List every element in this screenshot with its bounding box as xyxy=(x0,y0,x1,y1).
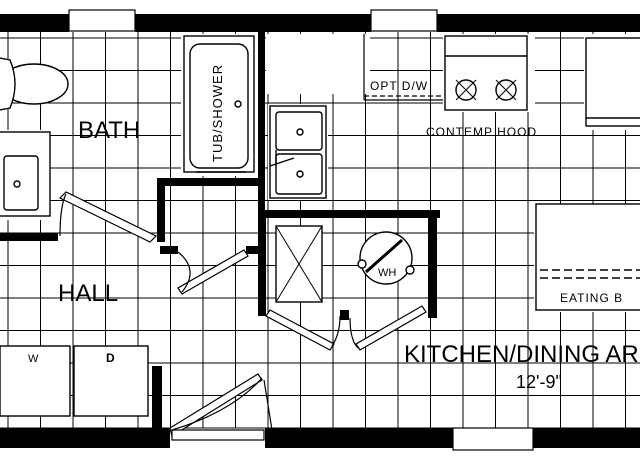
laundry xyxy=(0,345,149,417)
door-closet xyxy=(177,249,249,295)
wall-bottom-left xyxy=(0,428,170,448)
tub-drain-icon xyxy=(234,100,242,108)
wall-closet-top xyxy=(157,178,265,186)
dishwasher-label: OPT D/W xyxy=(370,79,428,93)
wall-wh-stub xyxy=(340,310,349,320)
eating-bar-icon xyxy=(535,203,640,311)
wall-bath-bottom xyxy=(0,233,58,241)
eating-bar-label: EATING B xyxy=(560,291,623,305)
window-top-center xyxy=(370,9,438,32)
wall-closet-right xyxy=(246,246,264,254)
wall-wh-left xyxy=(258,210,266,316)
wall-top-left xyxy=(0,14,69,32)
toilet-icon xyxy=(0,63,69,105)
wall-top-mid xyxy=(135,14,371,32)
bath-fixtures xyxy=(0,35,255,217)
water-heater-icon xyxy=(359,231,413,285)
vanity-basin-icon xyxy=(3,155,39,211)
wall-top-right xyxy=(437,14,640,32)
washer-icon xyxy=(0,345,71,417)
range xyxy=(444,35,528,111)
bath-label: BATH xyxy=(78,117,140,144)
dryer-label: D xyxy=(106,351,115,365)
vanity-drain-icon xyxy=(13,180,21,188)
tub-label: TUB/SHOWER xyxy=(210,64,225,162)
wall-bath-right xyxy=(258,32,265,212)
hood-label: CONTEMP HOOD xyxy=(426,125,537,139)
water-heater-label: WH xyxy=(378,267,396,279)
kitchen-dimension: 12'-9" xyxy=(516,372,562,392)
door-wh-left xyxy=(265,309,341,351)
walls xyxy=(0,14,640,448)
wall-bottom-mid xyxy=(265,428,453,448)
doors xyxy=(58,191,427,441)
dishwasher xyxy=(363,34,443,101)
dryer-icon xyxy=(73,345,149,417)
eating-bar xyxy=(535,203,640,311)
wall-bottom-right xyxy=(533,428,640,448)
window-bottom-right xyxy=(452,427,534,451)
door-wh-right xyxy=(349,305,427,351)
wall-laundry xyxy=(152,366,162,428)
hall-label: HALL xyxy=(58,280,118,307)
wall-wh-right xyxy=(428,210,437,318)
door-exterior xyxy=(169,373,273,441)
wall-closet-left xyxy=(157,178,165,242)
wall-closet-stub xyxy=(160,246,178,254)
wh-closet xyxy=(275,225,415,303)
wall-wh-top xyxy=(258,210,440,218)
toilet-tank-icon xyxy=(0,57,16,111)
kitchen-label: KITCHEN/DINING AR xyxy=(404,341,639,368)
refrigerator-icon xyxy=(585,37,640,127)
window-top-left xyxy=(68,9,136,32)
washer-label: W xyxy=(28,353,39,365)
door-bath xyxy=(58,191,158,243)
refrigerator xyxy=(585,37,640,127)
kitchen-sink xyxy=(269,105,327,199)
tub-inner-icon xyxy=(189,43,249,169)
